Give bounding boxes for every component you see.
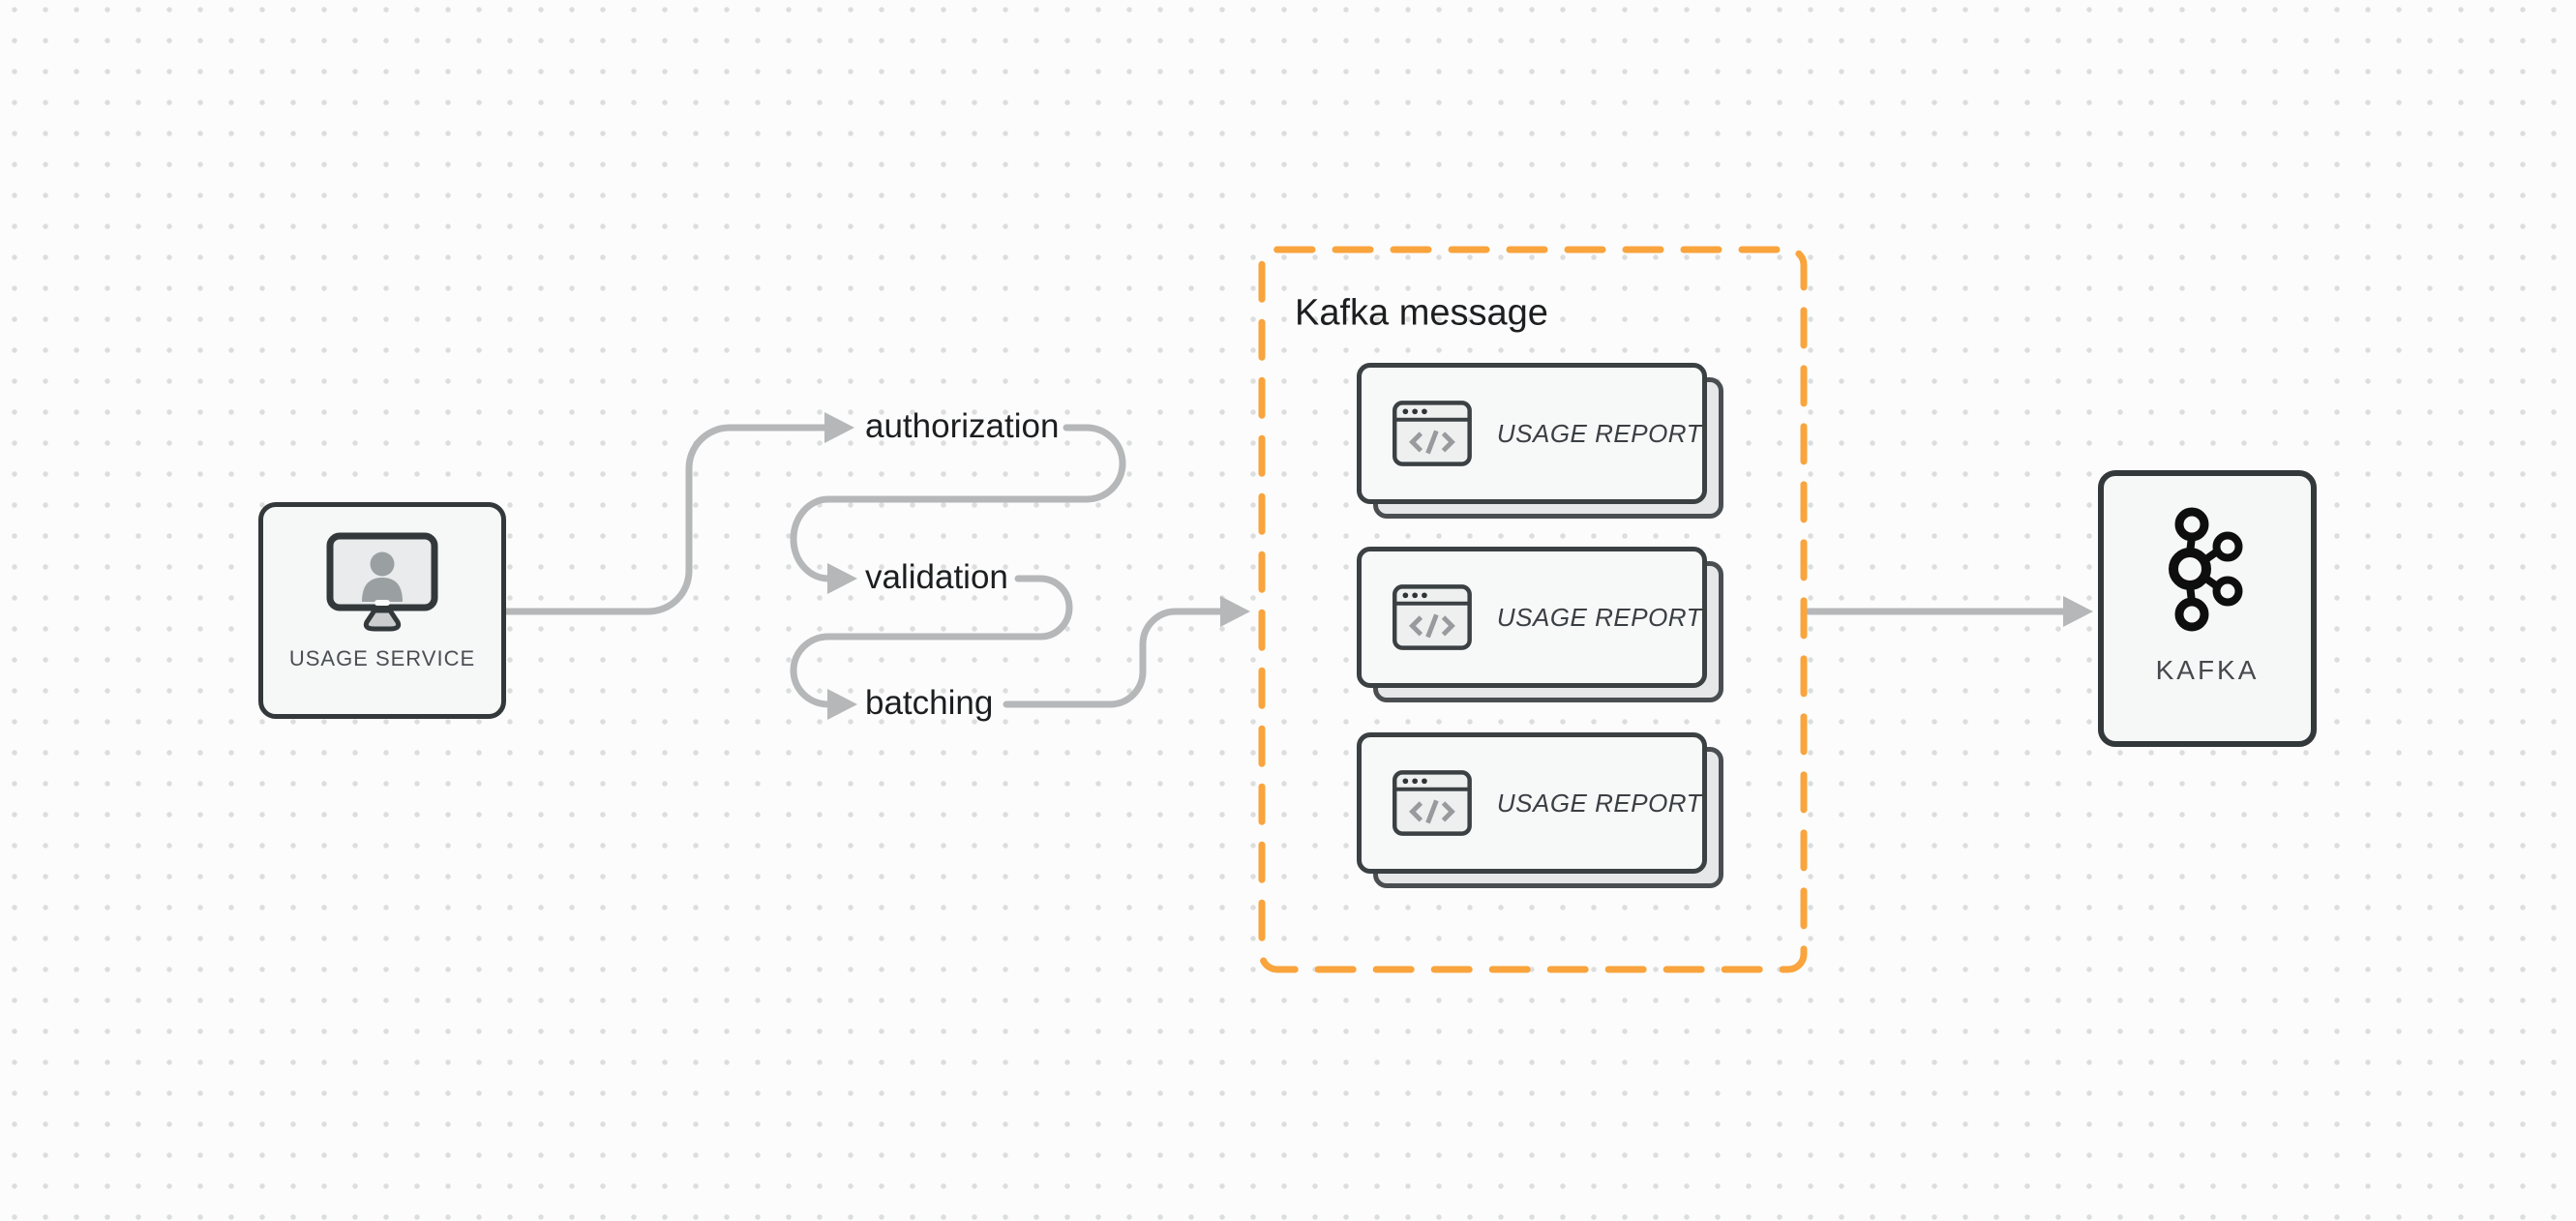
usage-report-card-stack: USAGE REPORT — [1357, 732, 1723, 888]
connector-batching-to-group — [1003, 608, 1224, 708]
flow-step-batching: batching — [865, 684, 994, 723]
arrowhead-kafka-entry — [2063, 596, 2093, 627]
connector-validation-to-batching — [790, 575, 1073, 708]
usage-report-label: USAGE REPORT — [1496, 788, 1702, 818]
kafka-logo-icon — [2169, 507, 2243, 632]
arrowhead-authorization — [824, 412, 854, 443]
usage-report-label: USAGE REPORT — [1496, 418, 1702, 448]
arrowhead-group-entry — [1220, 596, 1250, 627]
kafka-label: KAFKA — [2155, 655, 2260, 685]
kafka-message-group-title: Kafka message — [1295, 292, 1548, 334]
kafka-message-group-outline — [1258, 246, 1808, 973]
connector-service-to-authorization — [502, 424, 828, 615]
arrowhead-batching — [827, 689, 857, 720]
flow-step-validation: validation — [865, 558, 1008, 597]
usage-service-label: USAGE SERVICE — [288, 646, 476, 670]
code-window-icon — [1393, 584, 1472, 650]
usage-report-card-stack: USAGE REPORT — [1357, 363, 1723, 519]
connector-authorization-to-validation — [790, 424, 1126, 582]
usage-service-node: USAGE SERVICE — [258, 502, 506, 719]
kafka-node: KAFKA — [2098, 470, 2317, 747]
monitor-user-icon — [326, 532, 438, 632]
code-window-icon — [1393, 401, 1472, 466]
usage-report-label: USAGE REPORT — [1496, 602, 1702, 632]
usage-report-card: USAGE REPORT — [1357, 363, 1707, 504]
usage-report-card-stack: USAGE REPORT — [1357, 547, 1723, 702]
arrowhead-validation — [827, 563, 857, 594]
code-window-icon — [1393, 770, 1472, 836]
usage-report-card: USAGE REPORT — [1357, 732, 1707, 874]
flow-step-authorization: authorization — [865, 407, 1060, 446]
usage-report-card: USAGE REPORT — [1357, 547, 1707, 688]
